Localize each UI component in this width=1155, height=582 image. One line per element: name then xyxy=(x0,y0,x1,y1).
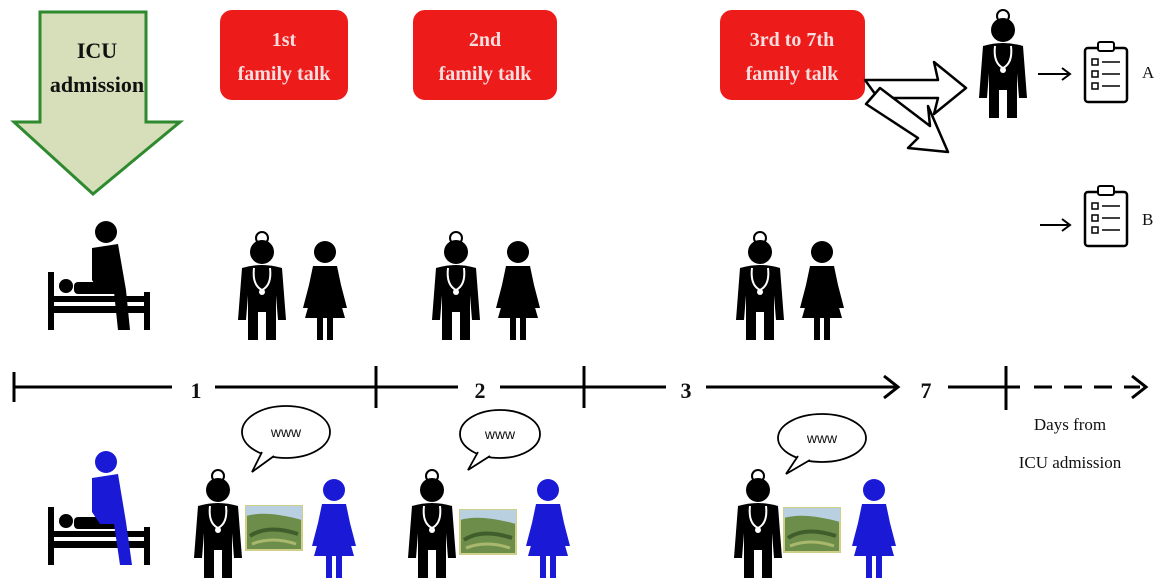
talk-box-1: 1st family talk xyxy=(220,10,348,100)
talk-1-line2: family talk xyxy=(238,63,332,85)
doctor-icon xyxy=(978,9,1028,119)
clipboard-icon xyxy=(1083,184,1129,248)
conversation-3: www xyxy=(733,413,896,579)
lower-bed-scene xyxy=(48,451,150,565)
icu-admission-arrow: ICU admission xyxy=(10,10,185,196)
tick-label: 7 xyxy=(921,378,932,403)
doctor-icon xyxy=(407,469,457,579)
split-arrows xyxy=(863,60,968,154)
talk-3-line2: family talk xyxy=(746,63,840,85)
photo-icon xyxy=(458,508,518,556)
talk-box-2: 2nd family talk xyxy=(413,10,557,100)
woman-icon xyxy=(496,241,540,340)
woman-blue-icon xyxy=(312,479,356,578)
woman-icon xyxy=(983,173,1005,272)
caregiver-icon xyxy=(92,244,130,330)
doctor-icon xyxy=(193,469,243,579)
tick-label: 1 xyxy=(191,378,202,403)
woman-icon xyxy=(303,241,347,340)
clipboard-icon xyxy=(1083,40,1129,104)
upper-bed-scene xyxy=(48,221,150,330)
timeline-label-line1: Days from xyxy=(1034,415,1106,434)
group-a: A xyxy=(978,9,1155,119)
doctor-icon xyxy=(733,469,783,579)
photo-icon xyxy=(244,504,304,552)
admission-line2: admission xyxy=(50,72,144,97)
bubble-text: www xyxy=(270,424,302,440)
timeline xyxy=(12,366,1149,410)
bubble-text: www xyxy=(484,426,516,442)
photo-icon xyxy=(782,506,842,554)
caregiver-blue-icon xyxy=(92,474,132,565)
woman-blue-icon xyxy=(526,479,570,578)
tick-label: 2 xyxy=(475,378,486,403)
conversation-2: www xyxy=(407,409,570,579)
doctor-icon xyxy=(735,231,785,341)
timeline-label-line2: ICU admission xyxy=(1019,453,1122,472)
talk-box-3: 3rd to 7th family talk xyxy=(720,10,865,100)
group-b: B xyxy=(983,173,1153,272)
doctor-icon xyxy=(431,231,481,341)
tick-label: 3 xyxy=(681,378,692,403)
talk-2-line1: 2nd xyxy=(469,29,501,51)
talk-2-line2: family talk xyxy=(439,63,533,85)
conversation-1: www xyxy=(193,405,356,579)
talk-3-line1: 3rd to 7th xyxy=(750,29,834,51)
doctor-icon xyxy=(237,231,287,341)
group-b-label: B xyxy=(1142,210,1153,229)
talk-1-line1: 1st xyxy=(272,29,297,51)
woman-blue-icon xyxy=(852,479,896,578)
bubble-text: www xyxy=(806,430,838,446)
group-a-label: A xyxy=(1142,63,1155,82)
admission-line1: ICU xyxy=(77,38,117,63)
woman-blue-icon xyxy=(1005,173,1027,272)
woman-icon xyxy=(800,241,844,340)
